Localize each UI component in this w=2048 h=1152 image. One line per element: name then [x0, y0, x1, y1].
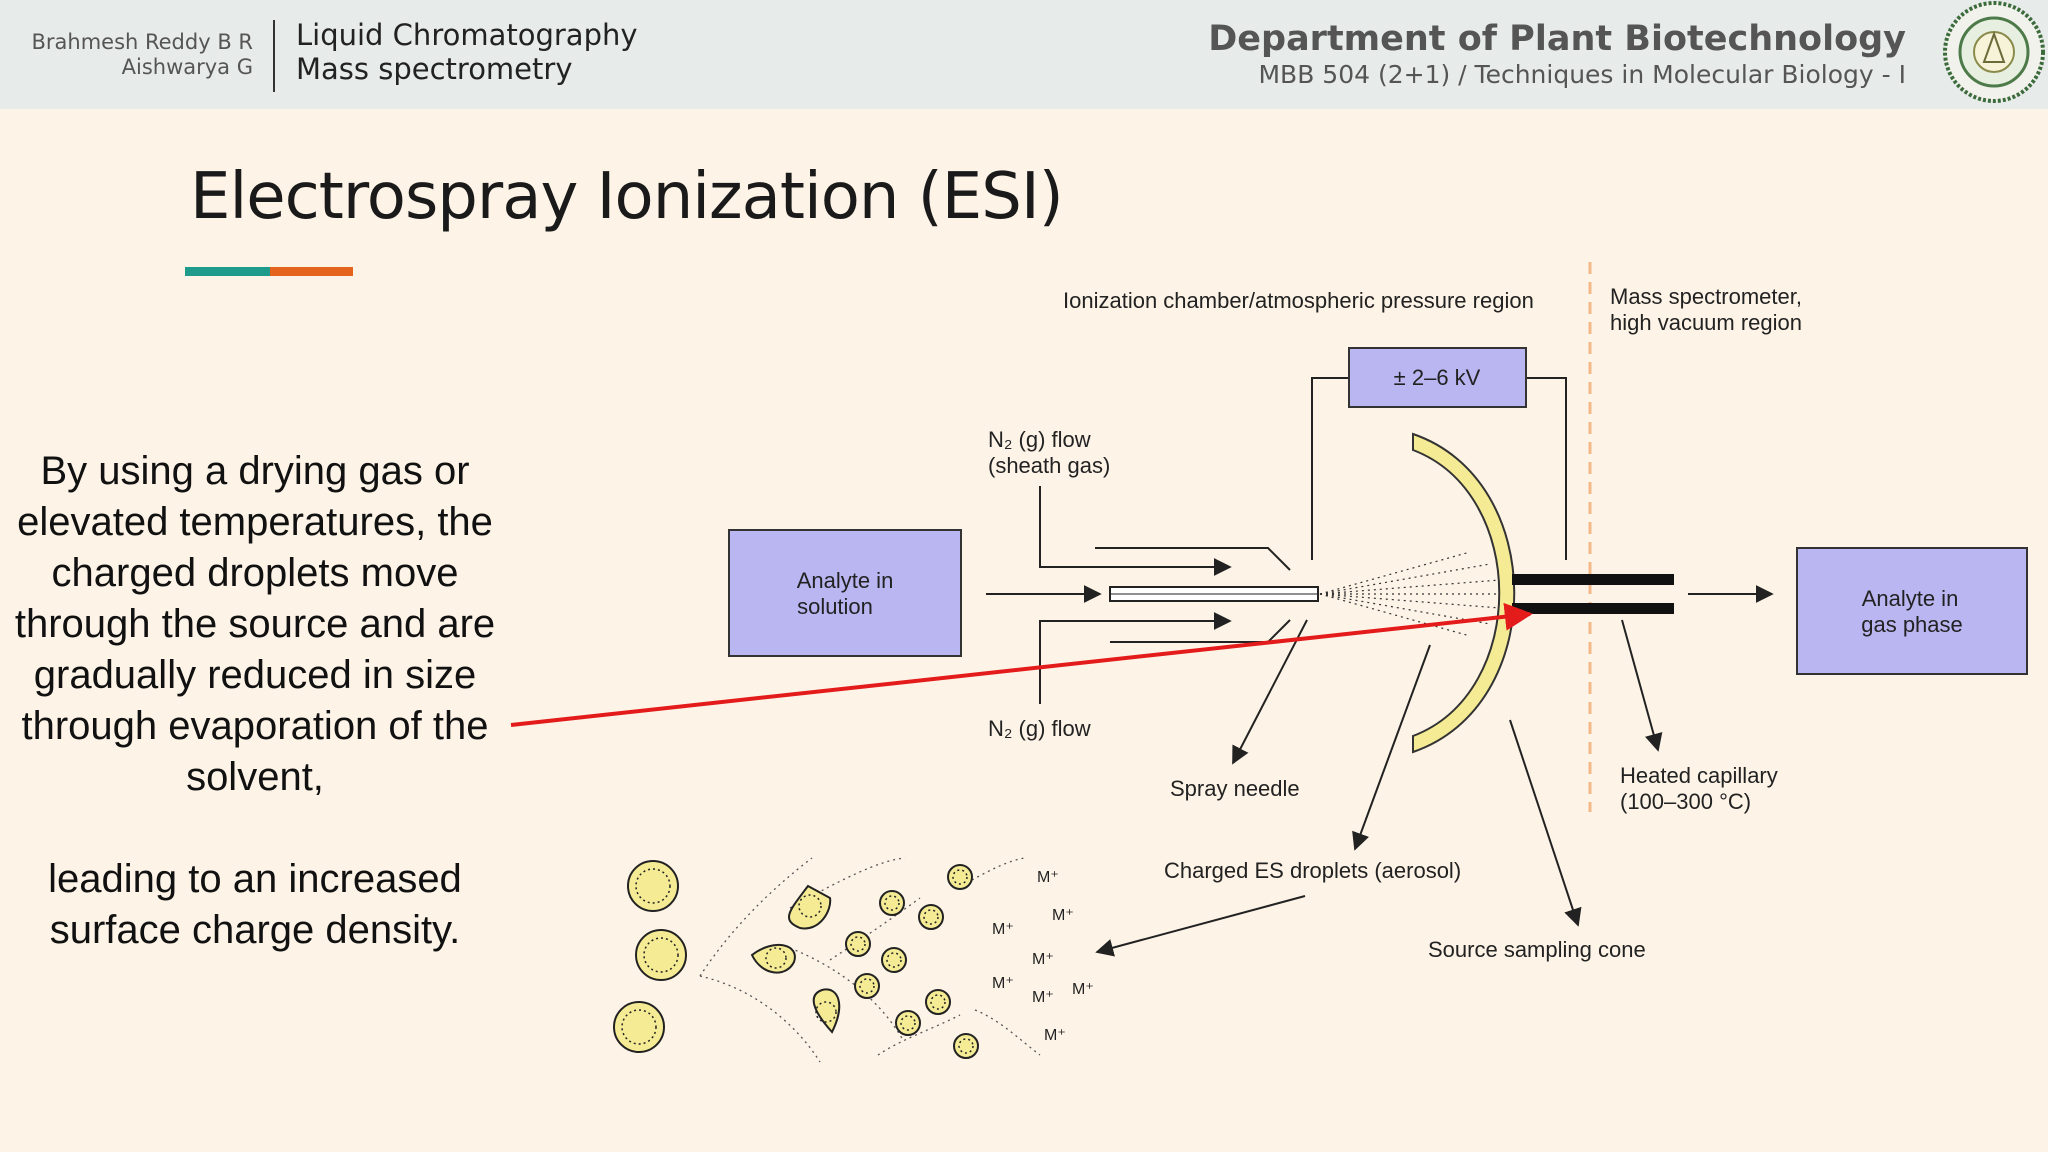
author-2: Aishwarya G [121, 55, 253, 79]
red-pointer-arrow [510, 602, 1533, 727]
n2-flow-label: N₂ (g) flow [988, 716, 1091, 741]
course-title: Liquid Chromatography Mass spectrometry [296, 18, 638, 86]
university-logo [1943, 1, 2045, 103]
sheath-gas-label-2: (sheath gas) [988, 453, 1110, 478]
body-paragraph-1: By using a drying gas or elevated temper… [14, 449, 496, 799]
title-underline-orange [270, 267, 353, 276]
course-title-line-2: Mass spectrometry [296, 52, 573, 86]
capillary-pointer [1621, 619, 1663, 752]
droplet-fission-trails [699, 857, 1041, 1063]
droplet-small [925, 989, 951, 1015]
droplet-teardrop-2 [750, 943, 796, 974]
sheath-upper-guide [1095, 547, 1291, 571]
capillary-lower-wall [1512, 603, 1674, 614]
department-block: Department of Plant Biotechnology MBB 50… [1208, 18, 1906, 90]
region-right-label-2: high vacuum region [1610, 310, 1802, 335]
n2-flow-arrow [1039, 612, 1232, 704]
department-name: Department of Plant Biotechnology [1208, 19, 1906, 59]
source-sampling-cone [1412, 432, 1516, 754]
body-paragraph-2: leading to an increased surface charge d… [48, 857, 462, 952]
droplet-small [953, 1033, 979, 1059]
droplet-small [895, 1010, 921, 1036]
analyte-solution-label-2: solution [797, 594, 873, 619]
course-title-line-1: Liquid Chromatography [296, 18, 638, 52]
ion-label: M⁺ [1044, 1027, 1066, 1044]
spray-plume [1319, 551, 1505, 637]
authors: Brahmesh Reddy B R Aishwarya G [31, 30, 253, 80]
sheath-gas-label-1: N₂ (g) flow [988, 427, 1091, 452]
title-underline-teal [185, 267, 270, 276]
author-1: Brahmesh Reddy B R [31, 30, 253, 54]
ion-label: M⁺ [1072, 981, 1094, 998]
droplet-evolution: M⁺ M⁺ M⁺ M⁺ M⁺ M⁺ M⁺ M⁺ [613, 857, 1094, 1063]
droplets-pointer [1352, 644, 1431, 851]
region-right-label-1: Mass spectrometer, [1610, 284, 1802, 309]
heated-capillary-label-2: (100–300 °C) [1620, 789, 1751, 814]
droplet-small [947, 864, 973, 890]
droplet-teardrop-1 [788, 884, 832, 930]
analyte-gas-label-1: Analyte in [1862, 586, 1959, 611]
header-divider [273, 20, 275, 92]
sheath-lower-guide [1110, 619, 1291, 643]
source-cone-label: Source sampling cone [1428, 937, 1646, 962]
ion-label: M⁺ [992, 921, 1014, 938]
region-left-label: Ionization chamber/atmospheric pressure … [1063, 288, 1534, 313]
ion-label: M⁺ [1052, 907, 1074, 924]
voltage-wire-left [1311, 377, 1349, 560]
analyte-gas-box [1796, 547, 2028, 675]
spray-needle-pointer [1232, 619, 1308, 765]
analyte-solution-label-1: Analyte in [797, 568, 894, 593]
ion-label: M⁺ [1032, 989, 1054, 1006]
ion-label: M⁺ [1037, 869, 1059, 886]
droplet-small [881, 947, 907, 973]
analyte-solution-box [728, 529, 962, 657]
ion-pointer [1095, 895, 1306, 957]
droplet-small [845, 931, 871, 957]
slide-title: Electrospray Ionization (ESI) [190, 160, 1064, 234]
voltage-wire-right [1526, 377, 1567, 560]
heated-capillary-label-1: Heated capillary [1620, 763, 1778, 788]
course-code: MBB 504 (2+1) / Techniques in Molecular … [1258, 60, 1906, 89]
analyte-gas-label-2: gas phase [1861, 612, 1963, 637]
capillary-upper-wall [1512, 574, 1674, 585]
header-bar: Brahmesh Reddy B R Aishwarya G Liquid Ch… [0, 0, 2048, 109]
charged-droplets-label: Charged ES droplets (aerosol) [1164, 858, 1461, 883]
sheath-gas-arrow [1039, 486, 1232, 576]
body-text: By using a drying gas or elevated temper… [10, 446, 500, 956]
ion-label: M⁺ [1032, 951, 1054, 968]
voltage-label: ± 2–6 kV [1394, 365, 1481, 390]
droplet-small [854, 973, 880, 999]
voltage-box [1348, 347, 1527, 408]
ion-label: M⁺ [992, 975, 1014, 992]
droplet-teardrop-3 [812, 988, 841, 1034]
spray-needle-label: Spray needle [1170, 776, 1300, 801]
droplet-small [918, 904, 944, 930]
droplet-small [879, 890, 905, 916]
cone-pointer [1509, 719, 1582, 927]
